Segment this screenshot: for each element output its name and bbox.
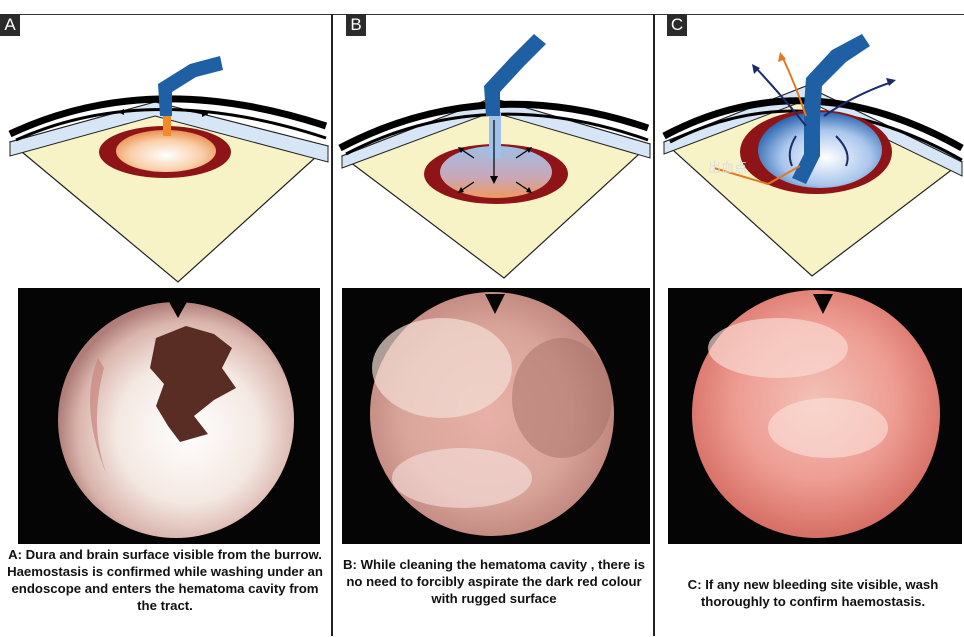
schematic-a <box>0 16 330 288</box>
top-border <box>0 14 964 15</box>
bleeding-site-label: 出血点 <box>708 161 747 176</box>
endoscope <box>158 56 223 116</box>
endoscope-photo-c <box>668 288 962 544</box>
endoscope-photo-b <box>342 288 650 544</box>
caption-b: B: While cleaning the hematoma cavity , … <box>338 556 650 607</box>
hematoma-cavity <box>116 130 216 172</box>
schematic-b <box>334 16 652 288</box>
tract <box>163 116 171 136</box>
panel-divider-2 <box>653 14 655 636</box>
endoscope-photo-a <box>18 288 320 544</box>
panel-divider-1 <box>331 14 333 636</box>
tract <box>489 112 501 158</box>
caption-a: A: Dura and brain surface visible from t… <box>4 546 326 614</box>
caption-c: C: If any new bleeding site visible, was… <box>662 576 964 610</box>
schematic-c: 出血点 <box>656 16 964 288</box>
